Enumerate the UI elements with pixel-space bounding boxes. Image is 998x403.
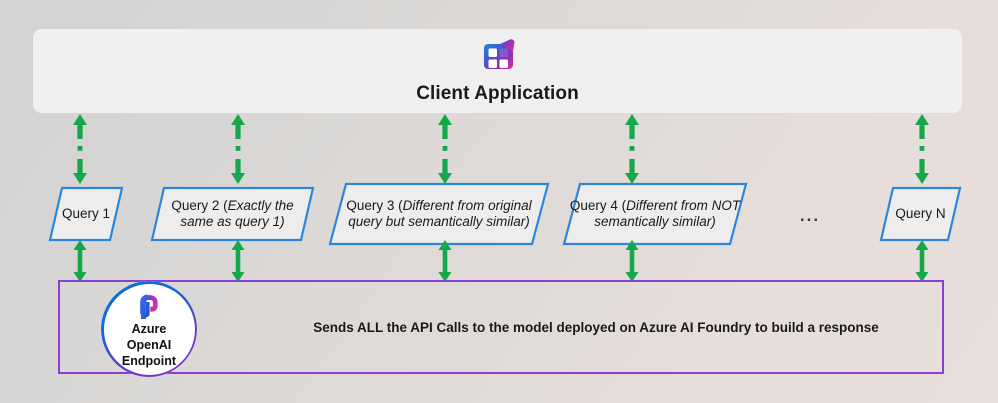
query-label-n: Query N (879, 186, 962, 242)
arrow-query-4-to-endpoint (623, 240, 641, 282)
arrow-query-3-to-endpoint (436, 240, 454, 282)
arrow-query-n-to-endpoint (913, 240, 931, 282)
query-head-n: Query N (895, 206, 946, 222)
query-shape-n[interactable]: Query N (879, 186, 962, 242)
query-head-2: Query 2 ( (171, 198, 228, 214)
endpoint-panel: Sends ALL the API Calls to the model dep… (58, 280, 944, 374)
arrow-app-to-query-4 (622, 114, 642, 184)
azure-openai-logo-icon (134, 293, 164, 321)
endpoint-description: Sends ALL the API Calls to the model dep… (313, 319, 879, 335)
arrow-app-to-query-n (912, 114, 932, 184)
arrow-app-to-query-3 (435, 114, 455, 184)
query-head-4: Query 4 ( (569, 198, 627, 214)
badge-label-line3: Endpoint (121, 354, 177, 368)
arrow-query-2-to-endpoint (229, 240, 247, 282)
query-note-2: Exactly the same as query 1) (180, 198, 294, 229)
query-shape-2[interactable]: Query 2 (Exactly the same as query 1) (150, 186, 315, 242)
copilot-grid-icon (478, 38, 518, 76)
query-shape-4[interactable]: Query 4 (Different from NOT semantically… (562, 182, 748, 246)
page-title: Client Application (416, 83, 579, 104)
query-label-2: Query 2 (Exactly the same as query 1) (150, 186, 315, 242)
azure-openai-endpoint-badge[interactable]: Azure OpenAI Endpoint (101, 281, 197, 377)
query-label-4: Query 4 (Different from NOT semantically… (562, 182, 748, 246)
query-head-1: Query 1 (61, 206, 111, 222)
ellipsis-label: ... (799, 206, 821, 225)
query-label-1: Query 1 (48, 186, 124, 242)
client-application-box: Client Application (33, 29, 962, 113)
query-head-3: Query 3 ( (346, 198, 403, 214)
arrow-app-to-query-2 (228, 114, 248, 184)
badge-label: Azure OpenAI Endpoint (101, 321, 197, 369)
query-shape-1[interactable]: Query 1 (48, 186, 124, 242)
arrow-app-to-query-1 (70, 114, 90, 184)
badge-label-line2: OpenAI (126, 338, 172, 352)
query-note-4: Different from NOT semantically similar) (594, 198, 741, 229)
query-shape-3[interactable]: Query 3 (Different from original query b… (328, 182, 550, 246)
badge-label-line1: Azure (131, 322, 167, 336)
arrow-query-1-to-endpoint (71, 240, 89, 282)
query-label-3: Query 3 (Different from original query b… (328, 182, 550, 246)
query-note-3: Different from original query but semant… (348, 198, 532, 229)
